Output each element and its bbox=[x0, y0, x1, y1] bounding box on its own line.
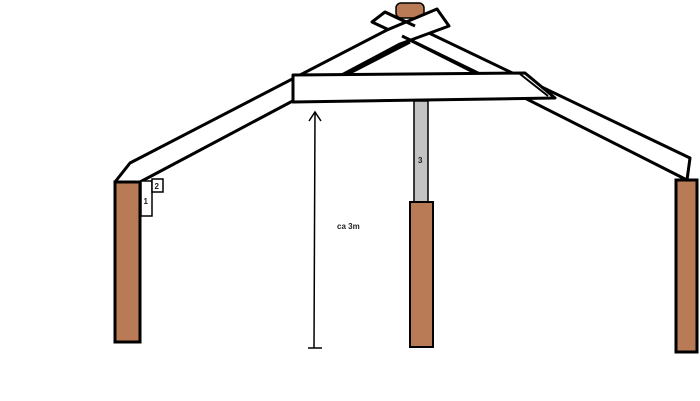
strut-label: 3 bbox=[418, 156, 423, 165]
bracket-1-label: 1 bbox=[144, 197, 149, 206]
bracket-1 bbox=[140, 180, 153, 217]
height-arrow-shaft bbox=[313, 112, 316, 349]
center-post bbox=[409, 201, 434, 348]
bracket-2 bbox=[151, 178, 164, 193]
left-post bbox=[113, 180, 142, 344]
right-rafter-edge bbox=[384, 10, 416, 28]
height-dimension-label: ca 3m bbox=[337, 222, 360, 231]
height-arrow-head bbox=[308, 110, 322, 122]
collar-beam bbox=[291, 71, 557, 104]
collar-beam-end-mark bbox=[519, 73, 549, 97]
right-post bbox=[674, 178, 699, 354]
left-brace-line bbox=[341, 40, 411, 79]
ridge-cap bbox=[395, 2, 425, 19]
bracket-2-label: 2 bbox=[155, 182, 160, 191]
right-rafter-inner-edge bbox=[401, 34, 481, 76]
king-strut bbox=[413, 100, 429, 204]
